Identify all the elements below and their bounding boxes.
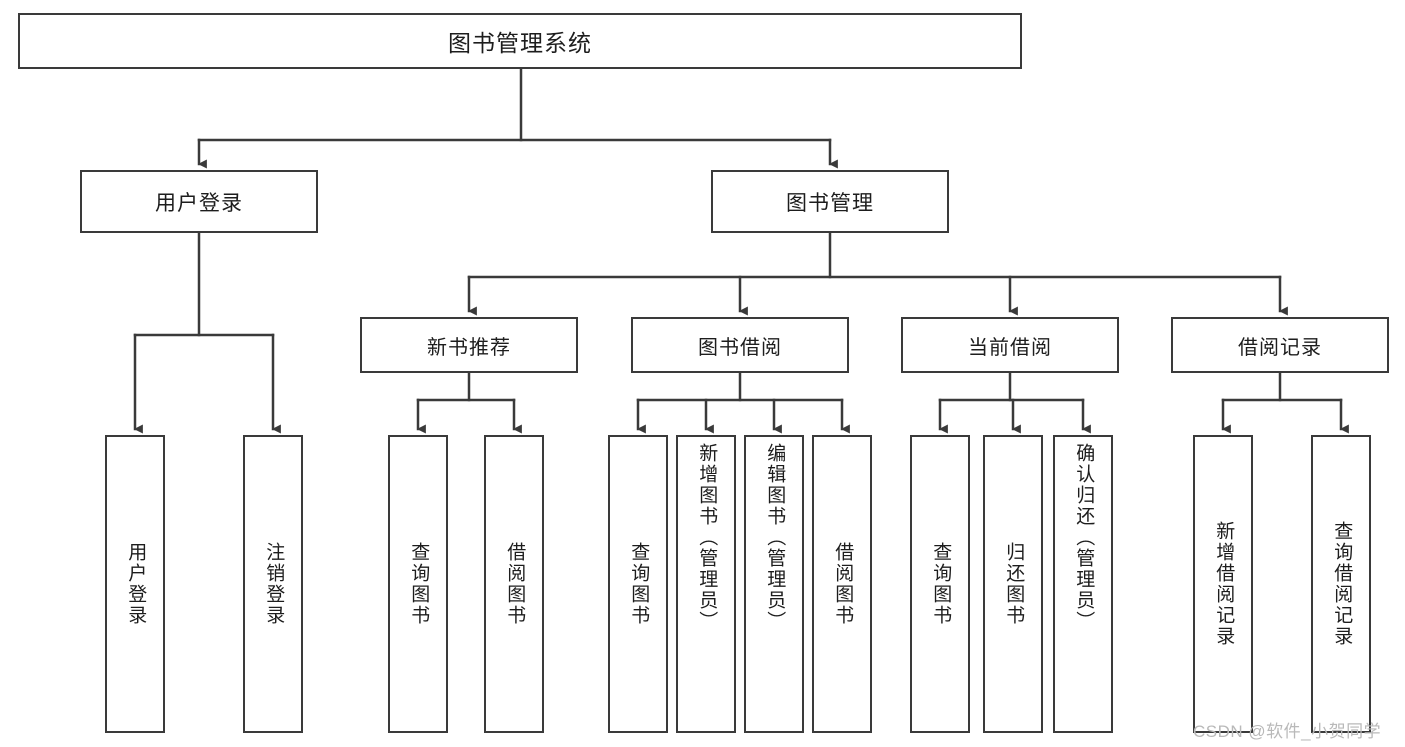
node-label: 查询图书 (408, 542, 430, 626)
node-label: 用户登录 (125, 542, 147, 626)
node-label: 用户登录 (155, 191, 243, 215)
node-label: 查询图书 (930, 542, 952, 626)
node-book-borrow[interactable]: 图书借阅 (631, 317, 849, 373)
node-leaf-borrow-book[interactable]: 借阅图书 (812, 435, 872, 733)
node-label: 注销登录 (263, 542, 285, 626)
node-label: 借阅记录 (1238, 336, 1322, 359)
node-leaf-edit-book-admin[interactable]: 编辑图书（管理员） (744, 435, 804, 733)
node-leaf-query-book-borrow[interactable]: 查询图书 (608, 435, 668, 733)
node-label: 借阅图书 (504, 542, 526, 626)
node-borrow-record[interactable]: 借阅记录 (1171, 317, 1389, 373)
node-leaf-add-borrow-record[interactable]: 新增借阅记录 (1193, 435, 1253, 733)
node-leaf-user-login[interactable]: 用户登录 (105, 435, 165, 733)
node-label: 图书借阅 (698, 336, 782, 359)
node-label: 图书管理系统 (448, 30, 592, 56)
node-label: 查询图书 (628, 542, 650, 626)
node-current-borrow[interactable]: 当前借阅 (901, 317, 1119, 373)
csdn-watermark: CSDN @软件_小贺同学 (1193, 722, 1382, 741)
node-user-login[interactable]: 用户登录 (80, 170, 318, 233)
node-label: 归还图书 (1003, 542, 1025, 626)
node-label: 新增图书（管理员） (696, 443, 718, 632)
node-leaf-query-borrow-record[interactable]: 查询借阅记录 (1311, 435, 1371, 733)
node-label: 编辑图书（管理员） (764, 443, 786, 632)
node-leaf-query-book-current[interactable]: 查询图书 (910, 435, 970, 733)
node-leaf-add-book-admin[interactable]: 新增图书（管理员） (676, 435, 736, 733)
node-new-book-recommend[interactable]: 新书推荐 (360, 317, 578, 373)
node-label: 确认归还（管理员） (1073, 443, 1095, 632)
node-label: 当前借阅 (968, 336, 1052, 359)
node-leaf-logout[interactable]: 注销登录 (243, 435, 303, 733)
node-label: 查询借阅记录 (1331, 521, 1353, 647)
node-label: 图书管理 (786, 191, 874, 215)
node-book-manage[interactable]: 图书管理 (711, 170, 949, 233)
node-book-management-system[interactable]: 图书管理系统 (18, 13, 1022, 69)
node-label: 新增借阅记录 (1213, 521, 1235, 647)
node-label: 新书推荐 (427, 336, 511, 359)
node-leaf-borrow-book-recommend[interactable]: 借阅图书 (484, 435, 544, 733)
node-leaf-return-book[interactable]: 归还图书 (983, 435, 1043, 733)
node-leaf-query-book-recommend[interactable]: 查询图书 (388, 435, 448, 733)
node-leaf-confirm-return-admin[interactable]: 确认归还（管理员） (1053, 435, 1113, 733)
node-label: 借阅图书 (832, 542, 854, 626)
